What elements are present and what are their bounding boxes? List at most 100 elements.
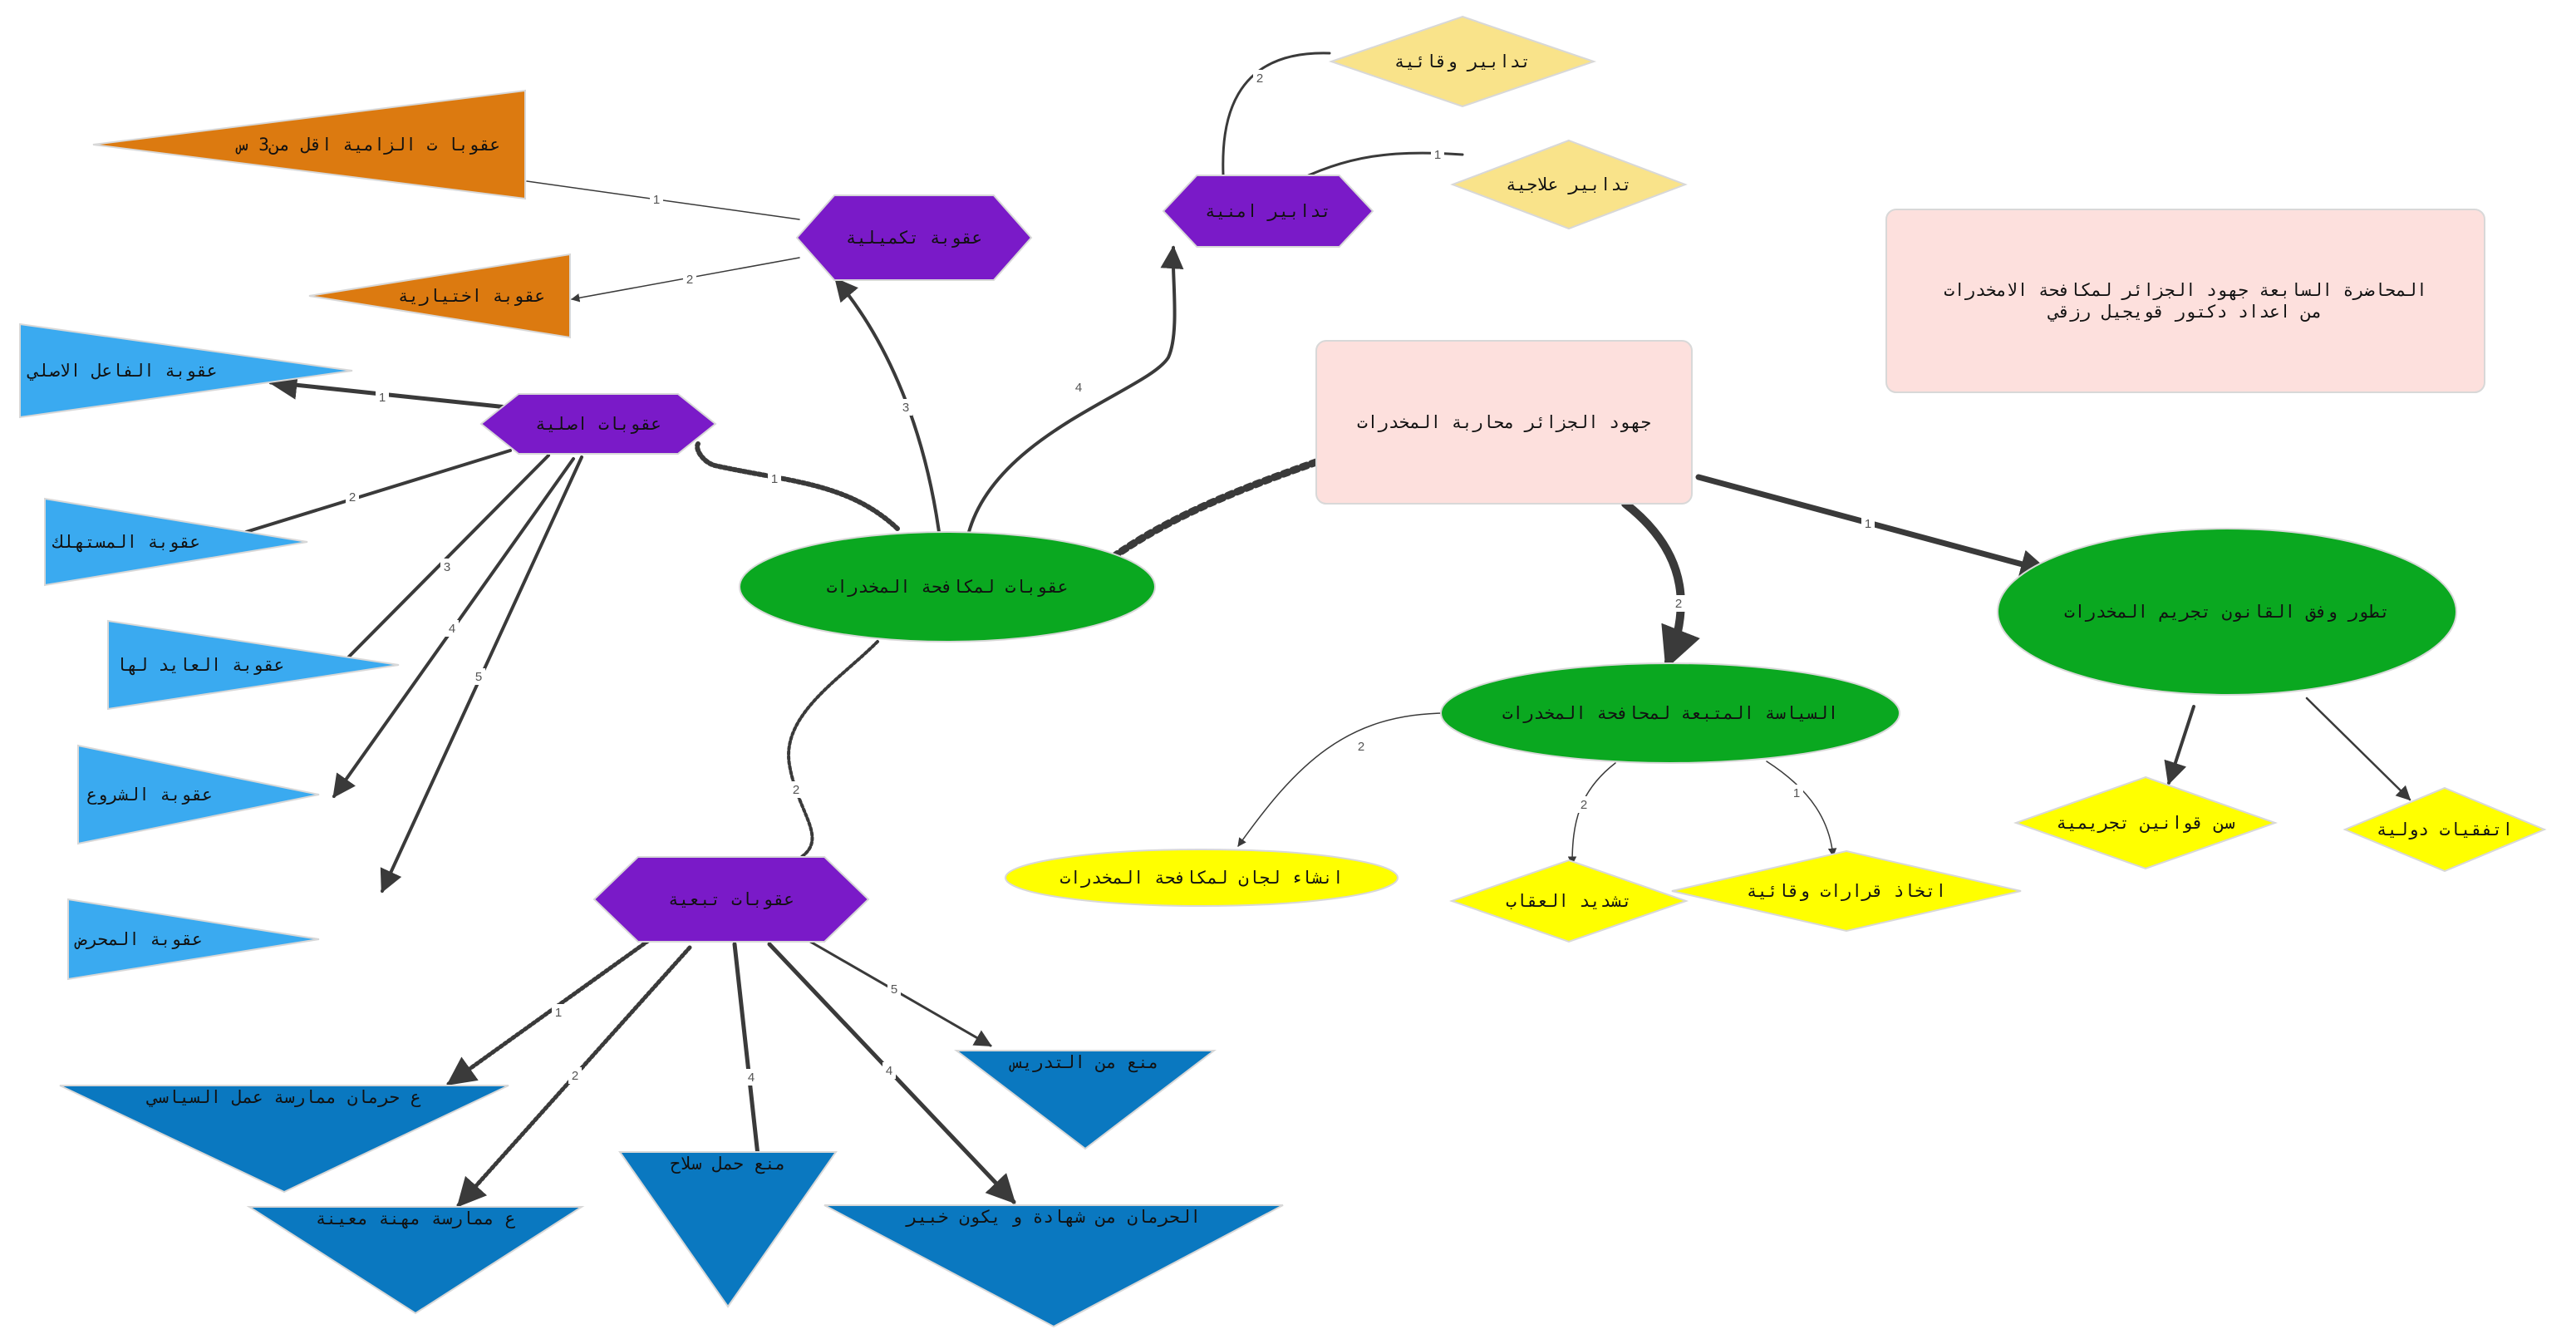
node-muharrid[interactable]: عقوبة المحرض <box>67 898 320 981</box>
edge-label-background <box>650 191 663 208</box>
node-label-lijan: انشاء لجان لمكافحة المخدرات <box>1059 868 1343 888</box>
edge-siyasa-to-tashdid <box>1567 762 1616 866</box>
node-shape <box>92 89 526 200</box>
node-shape <box>1162 175 1374 248</box>
node-label-uqubat_main: عقوبات لمكافحة المخدرات <box>827 577 1069 597</box>
edge-label: 4 <box>748 1071 755 1085</box>
node-tashdid[interactable]: تشديد العقاب <box>1448 859 1689 943</box>
edge-label: 2 <box>1358 740 1364 754</box>
node-label-shahada: الحرمان من شهادة و يكون خبير <box>905 1207 1201 1227</box>
node-shape <box>246 1206 585 1315</box>
edge-label: 1 <box>1865 517 1871 531</box>
edge-label: 1 <box>653 193 660 207</box>
node-ittifaqiyat[interactable]: اتفقيات دولية <box>2342 786 2547 873</box>
edge-label: 3 <box>902 401 909 415</box>
node-label-wiqaiya: تدابير وقائية <box>1394 52 1531 71</box>
node-ilzamiya[interactable]: عقوبا ت الزامية اقل من3 س <box>92 89 526 200</box>
node-label-tashdid: تشديد العقاب <box>1506 891 1632 911</box>
node-ilajiya[interactable]: تدابير علاجية <box>1450 139 1688 230</box>
node-shuru[interactable]: عقوبة الشروع <box>77 744 320 845</box>
edge-label-background <box>1253 70 1266 86</box>
node-fail[interactable]: عقوبة الفاعل الاصلي <box>19 322 353 419</box>
node-mustahlik[interactable]: عقوبة المستهلك <box>44 497 308 587</box>
node-shape <box>1440 662 1900 764</box>
node-shape <box>1885 209 2485 393</box>
edge-label-background <box>899 399 912 416</box>
node-label-asliya: عقوبات اصلية <box>535 414 661 434</box>
edge-label: 1 <box>771 472 778 486</box>
node-shape <box>618 1151 838 1308</box>
edge-label: 2 <box>686 273 693 287</box>
node-lijan[interactable]: انشاء لجان لمكافحة المخدرات <box>1005 849 1399 907</box>
node-label-tadris: منع من التدريس <box>1008 1052 1158 1072</box>
node-label-ikhtiyariya: عقوبة اختيارية <box>398 286 545 306</box>
edge-label-background <box>683 271 696 288</box>
node-ikhtiyariya[interactable]: عقوبة اختيارية <box>308 253 571 339</box>
edge-label: 2 <box>1256 71 1263 86</box>
node-tadris[interactable]: منع من التدريس <box>954 1050 1217 1150</box>
node-shape <box>1328 15 1597 108</box>
edge-label: 5 <box>891 982 897 997</box>
node-hirman_siyasi[interactable]: ع حرمان ممارسة عمل السياسي <box>59 1085 509 1194</box>
edge-label: 3 <box>444 560 450 574</box>
node-label-mustahlik: عقوبة المستهلك <box>52 532 200 552</box>
node-ittikhadh[interactable]: اتخاذ قرارات وقائية <box>1671 849 2022 933</box>
edge-siyasa-to-ittikhadh <box>1766 761 1837 858</box>
node-label-tabaiya: عقوبات تبعية <box>668 889 794 909</box>
edge-label: 1 <box>1434 148 1441 162</box>
node-wiqaiya[interactable]: تدابير وقائية <box>1328 15 1597 108</box>
node-label-mihna: ع ممارسة مهنة معينة <box>316 1209 516 1228</box>
node-shape <box>67 898 320 981</box>
edge-label-background <box>552 1004 565 1021</box>
edge-label-background <box>568 1067 582 1084</box>
node-shape <box>1450 139 1688 230</box>
node-label-hirman_siyasi: ع حرمان ممارسة عمل السياسي <box>146 1087 421 1107</box>
edge-label: 4 <box>449 622 455 636</box>
edge-uqubat_main-to-takmiliya <box>834 277 941 534</box>
node-amniya[interactable]: تدابير امنية <box>1162 175 1374 248</box>
edge-label-background <box>440 559 454 575</box>
edge-label-background <box>887 981 901 997</box>
node-center[interactable]: جهود الجزائر محاربة المخدرات <box>1315 340 1693 505</box>
edge-siyasa-to-lijan <box>1237 712 1448 847</box>
node-shape <box>2013 775 2279 870</box>
node-shape <box>795 194 1033 281</box>
edge-label: 1 <box>379 391 386 405</box>
node-label-ilajiya: تدابير علاجية <box>1506 175 1632 194</box>
edge-label: 2 <box>349 490 356 505</box>
edge-label: 5 <box>475 670 482 684</box>
node-shape <box>479 393 717 455</box>
node-silah[interactable]: منع حمل سلاح <box>618 1151 838 1308</box>
edge-label: 1 <box>1793 786 1800 800</box>
edge-label: 2 <box>793 783 799 797</box>
edge-label-background <box>1861 515 1875 532</box>
node-tatawwur[interactable]: تطور وفق القانون تجريم المخدرات <box>1997 528 2457 696</box>
node-shape <box>1315 340 1693 505</box>
node-siyasa[interactable]: السياسة المتبعة لمحافحة المخدرات <box>1440 662 1900 764</box>
node-label-fail: عقوبة الفاعل الاصلي <box>27 361 218 381</box>
edge-tatawwur-to-qawanin <box>2164 705 2195 785</box>
edge-label-background <box>1431 146 1444 163</box>
node-shape <box>107 619 400 711</box>
node-shape <box>1448 859 1689 943</box>
node-takmiliya[interactable]: عقوبة تكميلية <box>795 194 1033 281</box>
node-uqubat_main[interactable]: عقوبات لمكافحة المخدرات <box>739 531 1156 642</box>
edge-uqubat_main-to-tabaiya <box>787 640 879 861</box>
node-label-ittifaqiyat: اتفقيات دولية <box>2377 820 2513 839</box>
node-shape <box>19 322 353 419</box>
node-aid[interactable]: عقوبة العايد لها <box>107 619 400 711</box>
node-shape <box>77 744 320 845</box>
node-label-aid: عقوبة العايد لها <box>116 655 284 675</box>
node-shahada[interactable]: الحرمان من شهادة و يكون خبير <box>823 1204 1284 1328</box>
node-mihna[interactable]: ع ممارسة مهنة معينة <box>246 1206 585 1315</box>
node-shape <box>1005 849 1399 907</box>
node-qawanin[interactable]: سن قوانين تجريمية <box>2013 775 2279 870</box>
node-label-title: المحاضرة السابعة جهود الجزائر لمكافحة ال… <box>1944 280 2427 300</box>
node-label-shuru: عقوبة الشروع <box>86 785 213 805</box>
node-label-takmiliya: عقوبة تكميلية <box>846 228 982 248</box>
edge-label-background <box>1790 785 1803 801</box>
node-tabaiya[interactable]: عقوبات تبعية <box>592 856 870 943</box>
edge-label: 4 <box>1075 381 1082 395</box>
node-asliya[interactable]: عقوبات اصلية <box>479 393 717 455</box>
node-title[interactable]: المحاضرة السابعة جهود الجزائر لمكافحة ال… <box>1885 209 2485 393</box>
